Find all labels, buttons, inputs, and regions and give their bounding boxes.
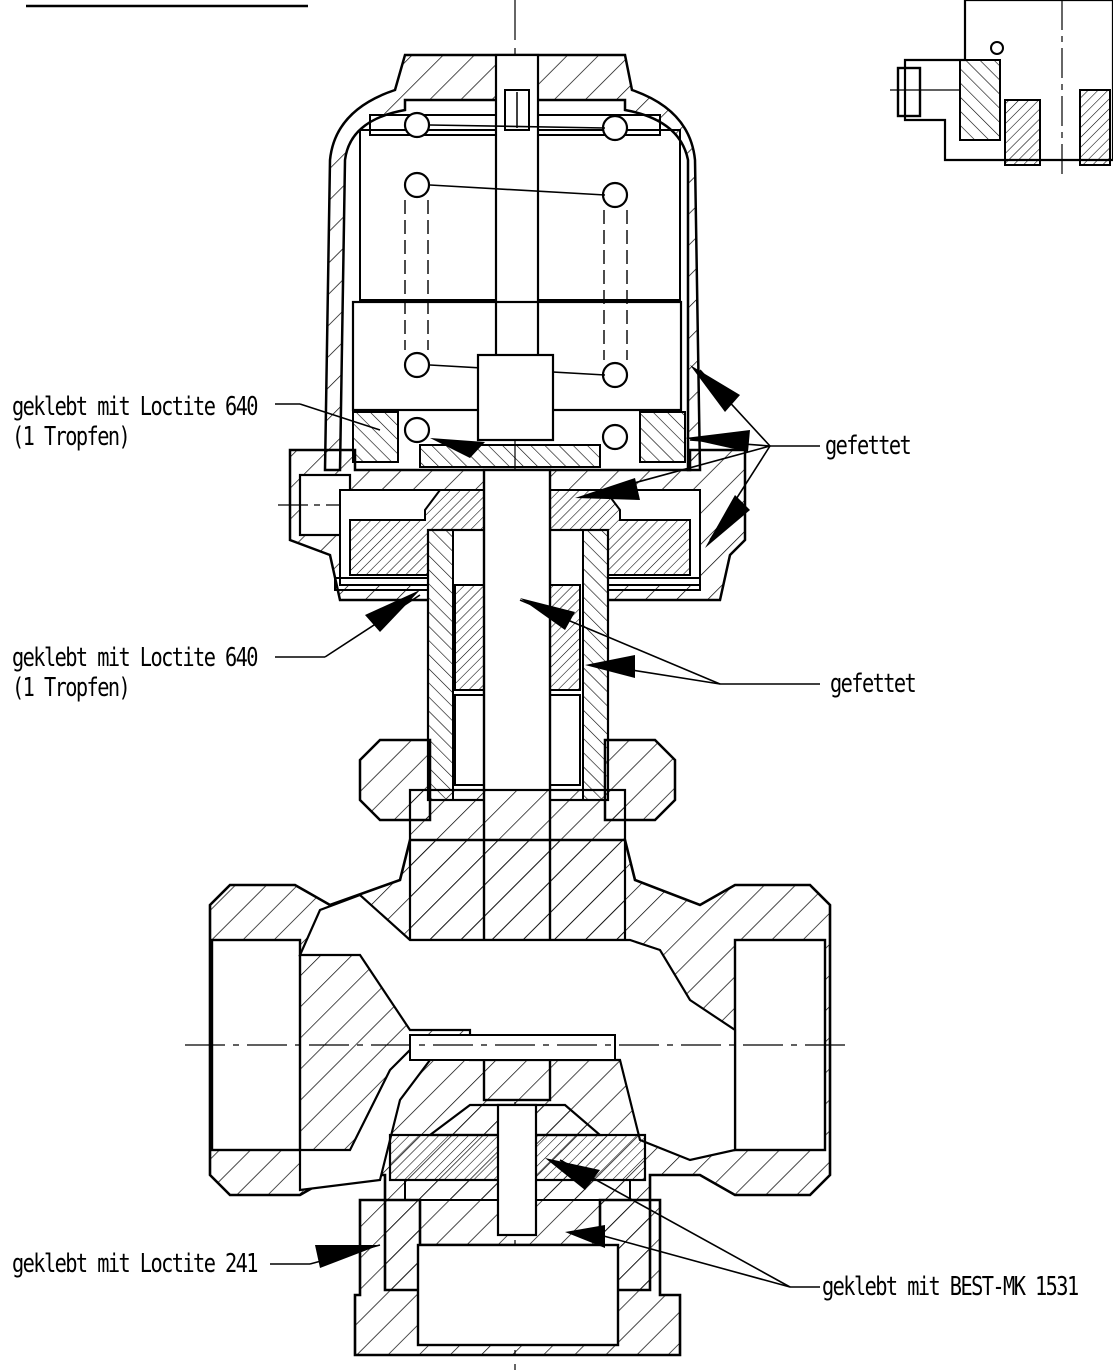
annotation-text: gefettet <box>825 431 912 461</box>
annotation-glued-loctite-640-lower: geklebt mit Loctite 640 (1 Tropfen) <box>12 643 259 703</box>
annotation-text: geklebt mit Loctite 640 <box>12 643 259 673</box>
annotation-glued-loctite-241: geklebt mit Loctite 241 <box>12 1249 259 1279</box>
annotation-subtext: (1 Tropfen) <box>12 673 131 703</box>
annotation-glued-best-mk-1531: geklebt mit BEST-MK 1531 <box>822 1272 1079 1302</box>
leader-arrowheads <box>315 365 750 1268</box>
bottom-cap <box>353 1198 682 1357</box>
annotation-text: geklebt mit Loctite 640 <box>12 392 259 422</box>
annotation-greased-lower: gefettet <box>830 669 917 699</box>
spring-coils <box>403 111 629 451</box>
stem-nut <box>476 353 555 442</box>
valve-plug <box>388 1103 647 1237</box>
annotation-text: gefettet <box>830 669 917 699</box>
annotation-text: geklebt mit BEST-MK 1531 <box>822 1272 1079 1302</box>
detail-inset <box>890 0 1113 175</box>
annotation-text: geklebt mit Loctite 241 <box>12 1249 259 1279</box>
annotation-glued-loctite-640-upper: geklebt mit Loctite 640 (1 Tropfen) <box>12 392 259 452</box>
annotation-subtext: (1 Tropfen) <box>12 422 131 452</box>
annotation-greased-upper: gefettet <box>825 431 912 461</box>
